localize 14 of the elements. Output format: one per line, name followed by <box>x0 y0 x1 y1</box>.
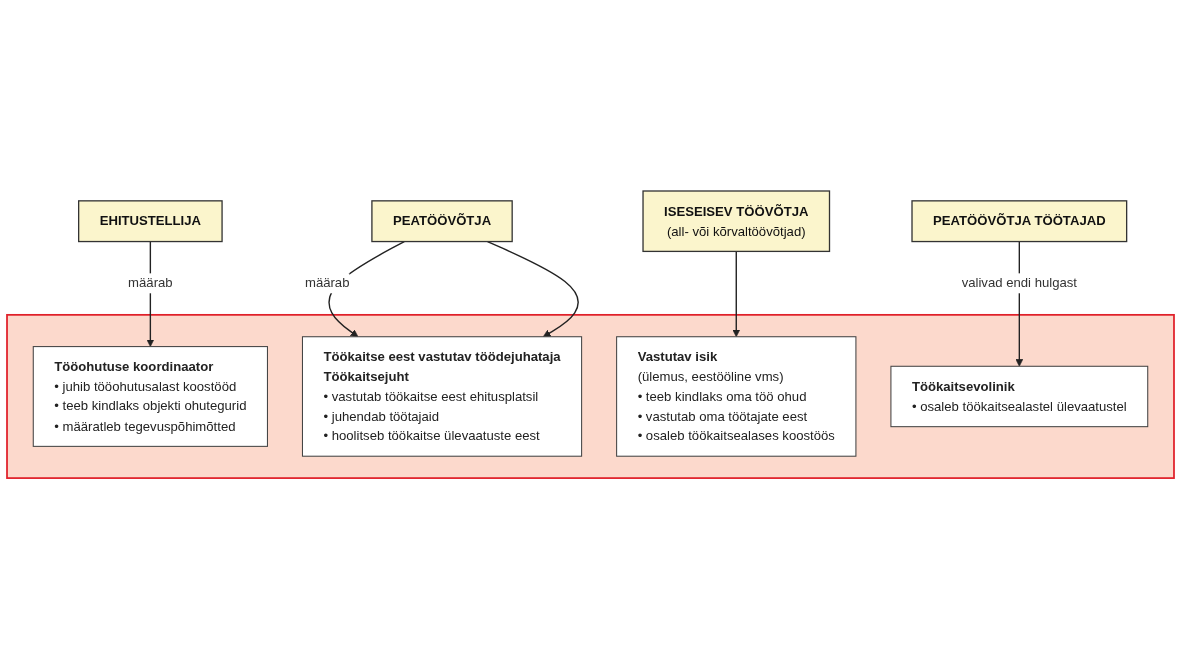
cluster <box>6 313 1175 479</box>
arrow <box>732 250 741 338</box>
node-box: Vastutav isik (ülemus, eestööline vms) • teeb kindlaks oma töö ohud • vastutab oma töötajate eest • osaleb töökaitsealases koostöös <box>616 336 857 457</box>
node-box: PEATÖÖVÕTJA <box>371 200 513 243</box>
edge-label: määrab <box>304 274 350 290</box>
node-box: EHITUSTELLIJA <box>78 200 223 243</box>
edge-label: määrab <box>128 274 173 290</box>
node-box: Töökaitsevolinik • osaleb töökaitsealastel ülevaatustel <box>890 365 1149 428</box>
node-box: Tööohutuse koordinaator • juhib tööohutusalast koostööd • teeb kindlaks objekti ohutegurid • määratleb tegevuspõhimõtted <box>32 346 268 447</box>
node-box: Töökaitse eest vastutav töödejuhataja Töökaitsejuht • vastutab töökaitse eest ehitusplatsil • juhendab töötajaid • hoolitseb töökaitse ülevaatuste eest <box>301 336 583 457</box>
arrow <box>486 240 579 338</box>
edge-label: valivad endi hulgast <box>961 274 1077 290</box>
node-box: PEATÖÖVÕTJA TÖÖTAJAD <box>911 200 1128 243</box>
node-box: ISESEISEV TÖÖVÕTJA (all- või kõrvaltöövõtjad) <box>642 190 831 252</box>
